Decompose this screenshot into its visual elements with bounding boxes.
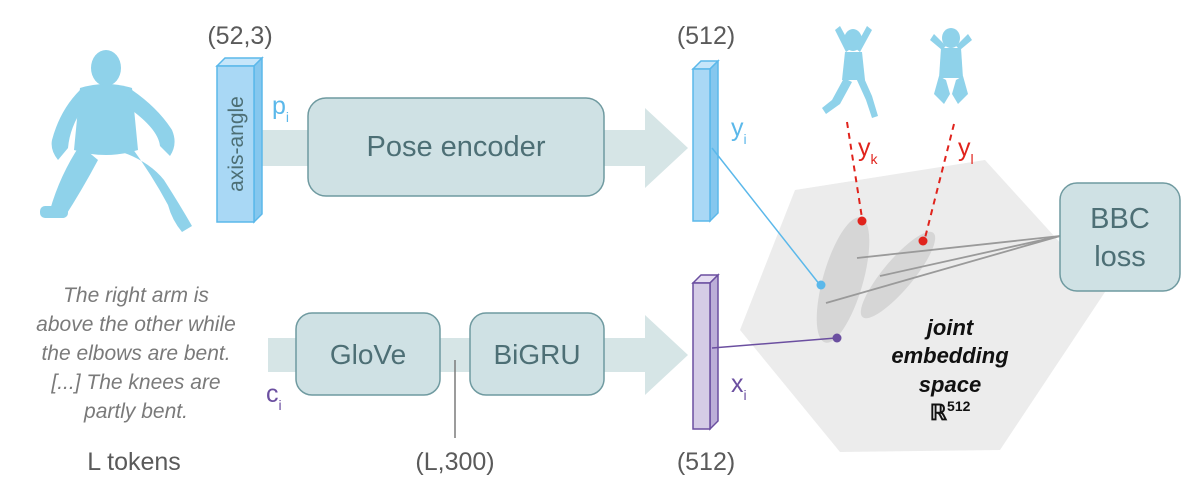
- bbc-loss-label-line2: loss: [1094, 241, 1146, 273]
- bigru-label: BiGRU: [493, 339, 580, 370]
- dim-label-pose-output: (512): [677, 22, 735, 50]
- embedding-space-label: joint embedding space: [891, 315, 1009, 397]
- bbc-loss-box: [1059, 182, 1181, 292]
- bigru-box: [469, 312, 605, 396]
- caption-line: the elbows are bent.: [41, 342, 230, 365]
- caption-line: partly bent.: [83, 400, 188, 423]
- example-k-link: [846, 121, 863, 219]
- example-l-link: [924, 123, 955, 239]
- text-embedding-connector: [711, 337, 837, 349]
- embedding-space-label-line1: joint: [924, 315, 975, 340]
- caption-line: above the other while: [36, 313, 236, 336]
- input-pose-figure: [40, 50, 192, 232]
- example-pose-l-figure: [930, 28, 972, 104]
- pose-embedding-connector: [711, 147, 821, 286]
- text-embedding-symbol: xi: [731, 370, 747, 403]
- pose-embedding-point: [816, 280, 826, 290]
- embedding-space-region: [740, 160, 1105, 452]
- glove-label: GloVe: [330, 339, 406, 370]
- text-embedding-prism: [691, 273, 720, 431]
- pose-encoder-label: Pose encoder: [367, 131, 546, 163]
- example-l-symbol: yl: [958, 134, 974, 167]
- bbc-loss-label-line1: BBC: [1090, 203, 1150, 235]
- embedding-space-label-line3: space: [919, 372, 981, 397]
- pose-input-symbol: pi: [272, 92, 289, 125]
- bbc-loss-links: [825, 235, 1061, 304]
- embedding-ellipse-l: [860, 231, 936, 319]
- dim-label-text-output: (512): [677, 448, 735, 476]
- l-tokens-label: L tokens: [87, 448, 181, 476]
- pose-embedding-prism: [691, 59, 720, 223]
- example-k-point: [857, 216, 867, 226]
- example-pose-k-figure: [822, 26, 878, 118]
- glove-box: [295, 312, 441, 396]
- axis-angle-prism: [215, 56, 264, 224]
- axis-angle-label: axis-angle: [225, 96, 248, 192]
- caption-text: The right arm is above the other while t…: [36, 284, 236, 423]
- caption-line: [...] The knees are: [50, 371, 220, 394]
- pose-encoder-box: [307, 97, 605, 197]
- caption-line: The right arm is: [63, 284, 209, 307]
- example-k-symbol: yk: [858, 134, 879, 167]
- caption-input-symbol: ci: [266, 380, 282, 413]
- example-l-point: [918, 236, 928, 246]
- text-embedding-point: [832, 333, 842, 343]
- dim-label-pose-input: (52,3): [207, 22, 272, 50]
- embedding-space-label-line2: embedding: [891, 343, 1009, 368]
- dim-label-glove: (L,300): [415, 448, 494, 476]
- embedding-ellipse-k: [816, 217, 870, 343]
- embedding-space-dimension: ℝ512: [930, 398, 971, 425]
- pose-embedding-symbol: yi: [731, 114, 747, 147]
